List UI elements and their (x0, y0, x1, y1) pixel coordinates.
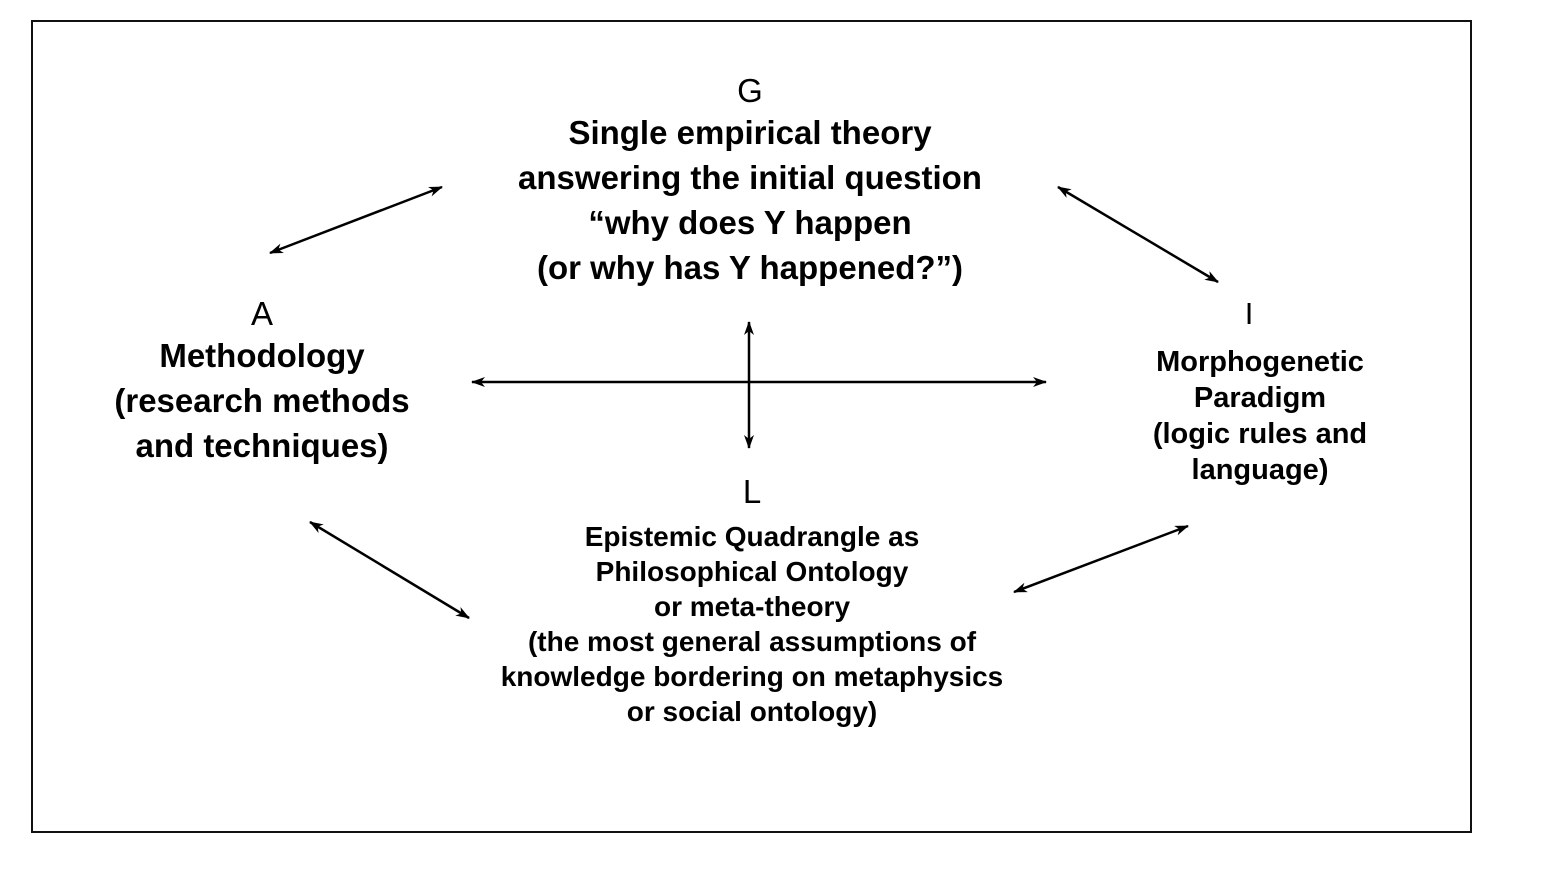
node-g-line-4: (or why has Y happened?”) (536, 249, 964, 286)
node-g-line-2: answering the initial question (518, 159, 982, 196)
node-i-paradigm: I Morphogenetic Paradigm (logic rules an… (1100, 296, 1420, 488)
node-i-letter: I (1244, 296, 1254, 331)
node-g-letter: G (737, 72, 763, 109)
arrow-a-g (269, 185, 443, 255)
node-g-empirical-theory: G Single empirical theory answering the … (450, 72, 1050, 290)
node-l-line-4: (the most general assumptions of (527, 626, 977, 657)
node-l-line-6: or social ontology) (626, 696, 878, 727)
node-a-methodology: A Methodology (research methods and tech… (62, 295, 462, 468)
node-l-epistemic-quadrangle: L Epistemic Quadrangle as Philosophical … (452, 473, 1052, 729)
arrow-l-i (1013, 524, 1189, 594)
node-l-line-1: Epistemic Quadrangle as (584, 521, 920, 552)
node-a-line-2: (research methods (114, 382, 410, 419)
node-a-line-3: and techniques) (135, 427, 389, 464)
arrow-g-i (1057, 185, 1219, 284)
node-a-line-1: Methodology (159, 337, 365, 374)
arrow-a-l (309, 520, 470, 620)
node-l-line-2: Philosophical Ontology (595, 556, 909, 587)
node-i-line-3: (logic rules and (1152, 418, 1368, 450)
node-i-line-2: Paradigm (1193, 382, 1327, 414)
diagram-frame (31, 20, 1472, 833)
node-l-letter: L (742, 473, 762, 510)
node-l-line-3: or meta-theory (653, 591, 851, 622)
node-a-letter: A (250, 295, 273, 332)
node-i-line-4: language) (1191, 454, 1329, 486)
node-g-line-3: “why does Y happen (588, 204, 912, 241)
node-i-line-1: Morphogenetic (1156, 346, 1364, 378)
node-g-line-1: Single empirical theory (568, 114, 932, 151)
node-l-line-5: knowledge bordering on metaphysics (500, 661, 1004, 692)
